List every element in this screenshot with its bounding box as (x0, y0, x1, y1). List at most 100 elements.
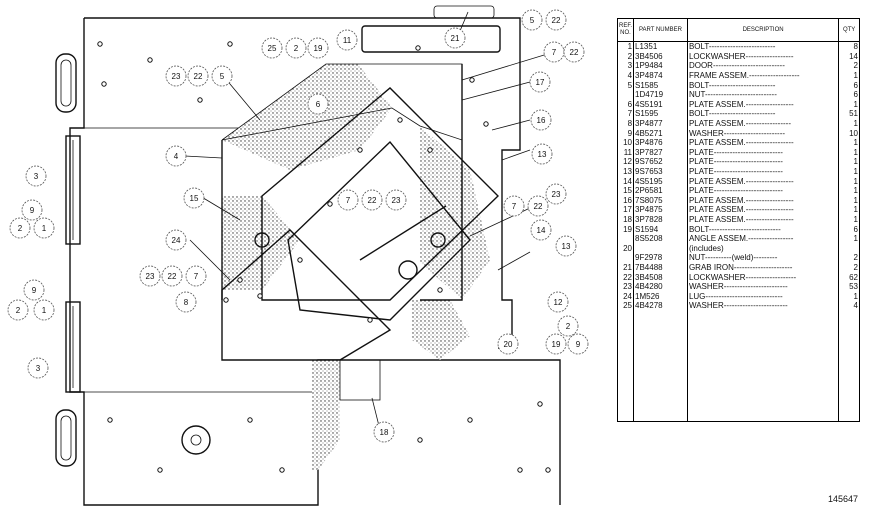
callout-number: 1 (42, 224, 47, 233)
ref-cell: 22 (616, 272, 635, 282)
callout-number: 5 (220, 72, 225, 81)
description-cell: PLATE ASSEM.------------------ (686, 99, 840, 110)
callout-number: 22 (194, 72, 203, 81)
callout-number: 22 (570, 48, 579, 57)
callout-number: 17 (536, 78, 545, 87)
description-cell: ANGLE ASSEM.----------------- (686, 233, 840, 244)
ref-cell (616, 253, 635, 263)
part-number-cell: 7B4488 (633, 262, 688, 273)
callout-number: 2 (566, 322, 571, 331)
qty-cell: 8 (838, 41, 860, 52)
ref-cell: 3 (616, 61, 635, 71)
callout-bubble: 22 (361, 189, 383, 211)
ref-cell: 4 (616, 70, 635, 81)
part-number-cell (633, 243, 688, 254)
callout-bubble: 13 (531, 143, 553, 165)
callout-bubble: 9 (21, 199, 43, 221)
callout-bubble: 17 (529, 71, 551, 93)
part-number-cell: 4S5195 (633, 176, 688, 186)
callout-number: 9 (576, 340, 581, 349)
callout-bubble: 3 (25, 165, 47, 187)
part-number-cell: 7S8075 (633, 195, 688, 206)
callout-bubble: 4 (165, 145, 187, 167)
description-cell: PLATE-------------------------- (686, 166, 840, 177)
qty-cell: 53 (838, 281, 860, 292)
callout-bubble: 25 (261, 37, 283, 59)
callout-bubble: 22 (545, 9, 567, 31)
callout-bubble: 1 (33, 299, 55, 321)
callout-number: 8 (184, 298, 189, 307)
part-number-cell: S1595 (633, 109, 688, 119)
ref-cell: 20 (616, 243, 635, 254)
callout-number: 23 (392, 196, 401, 205)
ref-cell: 24 (616, 291, 635, 302)
description-cell: PLATE ASSEM.------------------ (686, 214, 840, 225)
description-cell: GRAB IRON---------------------- (686, 262, 840, 273)
callout-bubble: 2 (557, 315, 579, 337)
description-cell: PLATE-------------------------- (686, 147, 840, 158)
callout-bubble: 8 (175, 291, 197, 313)
callout-number: 22 (168, 272, 177, 281)
callout-number: 11 (343, 36, 352, 45)
description-header: DESCRIPTION (686, 18, 840, 42)
ref-cell: 5 (616, 80, 635, 90)
part-number-cell: 4S5191 (633, 99, 688, 110)
ref-cell: 17 (616, 205, 635, 215)
qty-cell: 4 (838, 301, 860, 311)
lower-plate (181, 359, 381, 455)
callout-bubble: 7 (337, 189, 359, 211)
qty-cell: 1 (838, 70, 860, 81)
callout-number: 25 (268, 44, 277, 53)
callout-number: 18 (380, 428, 389, 437)
callout-bubble: 13 (555, 235, 577, 257)
empty-cell (686, 310, 840, 422)
part-number-cell: 3P4876 (633, 137, 688, 148)
table-filler-row (616, 310, 860, 422)
callout-number: 4 (174, 152, 179, 161)
description-cell: NUT----------(weld)--------- (686, 253, 840, 263)
callout-bubble: 9 (567, 333, 589, 355)
callout-bubble: 7 (185, 265, 207, 287)
part-number-cell: 9F2978 (633, 253, 688, 263)
ref-cell: 15 (616, 185, 635, 196)
ref-cell: 25 (616, 301, 635, 311)
description-cell: PLATE ASSEM.----------------- (686, 118, 840, 129)
callout-number: 12 (554, 298, 563, 307)
part-number-cell: 1D4719 (633, 89, 688, 100)
callout-number: 24 (172, 236, 181, 245)
callout-number: 7 (512, 202, 517, 211)
qty-cell: 1 (838, 214, 860, 225)
callout-bubble: 9 (23, 279, 45, 301)
callout-bubble: 23 (139, 265, 161, 287)
callout-bubble: 5 (211, 65, 233, 87)
callout-number: 22 (534, 202, 543, 211)
description-cell: WASHER----------------------- (686, 128, 840, 138)
callout-number: 2 (16, 306, 21, 315)
callout-bubble: 11 (336, 29, 358, 51)
description-cell: PLATE ASSEM.------------------ (686, 137, 840, 148)
callout-bubble: 2 (285, 37, 307, 59)
ref-cell: 16 (616, 195, 635, 206)
callout-bubble: 23 (165, 65, 187, 87)
callout-bubble: 23 (545, 183, 567, 205)
callout-number: 13 (538, 150, 547, 159)
callout-bubble: 22 (161, 265, 183, 287)
callout-bubble: 22 (563, 41, 585, 63)
callout-number: 22 (368, 196, 377, 205)
part-number-cell: 3P4874 (633, 70, 688, 81)
qty-cell: 14 (838, 51, 860, 62)
table-row: 20(includes) (616, 243, 860, 254)
callout-bubble: 21 (444, 27, 466, 49)
